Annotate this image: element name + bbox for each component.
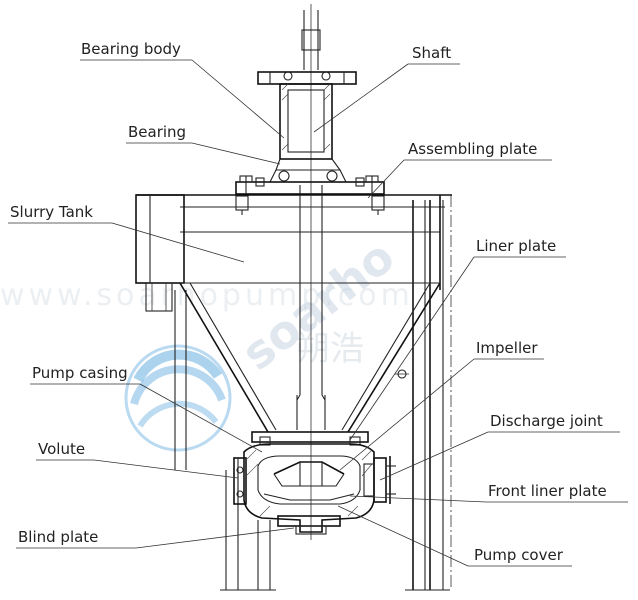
- assembling-plate: [235, 175, 385, 215]
- shaft: [296, 4, 326, 540]
- label-pump-casing: Pump casing: [32, 364, 128, 382]
- labels: Bearing body Shaft Bearing Assembling pl…: [10, 40, 607, 564]
- watermark-chinese: 朔浩: [296, 329, 364, 369]
- label-volute: Volute: [38, 440, 85, 458]
- label-bearing: Bearing: [128, 123, 186, 141]
- label-shaft: Shaft: [412, 44, 451, 62]
- label-assembling-plate: Assembling plate: [408, 140, 537, 158]
- watermark-url: www.soarhopump.com: [0, 278, 414, 313]
- label-impeller: Impeller: [476, 339, 538, 357]
- label-slurry-tank: Slurry Tank: [10, 203, 93, 221]
- watermark: www.soarhopump.com soarho 朔浩: [0, 229, 414, 452]
- leader-lines: [8, 59, 628, 567]
- bearing-body: [257, 71, 357, 183]
- pump-assembly: [233, 431, 396, 535]
- watermark-logo-icon: [124, 344, 232, 452]
- label-discharge-joint: Discharge joint: [490, 412, 603, 430]
- slurry-tank: [135, 194, 452, 433]
- label-bearing-body: Bearing body: [81, 40, 181, 58]
- label-pump-cover: Pump cover: [474, 546, 564, 564]
- label-liner-plate: Liner plate: [476, 237, 556, 255]
- label-front-liner-plate: Front liner plate: [488, 482, 607, 500]
- label-blind-plate: Blind plate: [18, 528, 98, 546]
